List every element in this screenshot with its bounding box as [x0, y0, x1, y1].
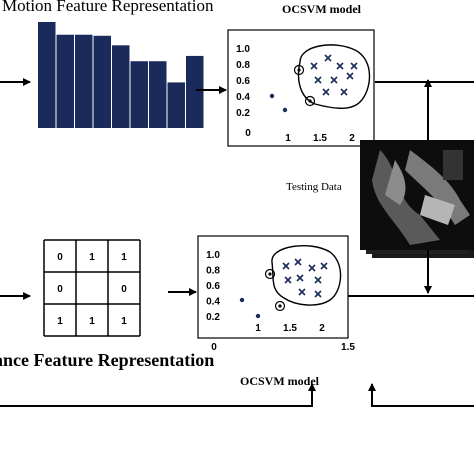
outlier-point — [255, 313, 261, 319]
grid-cell-value: 1 — [57, 316, 63, 327]
x-axis-extra-label: 1.5 — [341, 342, 355, 353]
outlier-point — [269, 93, 275, 99]
feedback-loop-left — [0, 383, 316, 407]
x-tick-label: 1 — [255, 323, 261, 334]
appearance-feature-title: ance Feature Representation — [0, 350, 215, 370]
ocsvm-model-label-top: OCSVM model — [282, 2, 361, 16]
histogram-bar — [186, 55, 204, 128]
support-vector-point — [278, 304, 282, 308]
inlier-cross — [296, 274, 304, 282]
grid-cell-value: 1 — [121, 252, 127, 263]
testing-data-label: Testing Data — [286, 181, 342, 193]
x-tick-label: 2 — [319, 323, 325, 334]
testing-data-frames — [360, 140, 474, 258]
inlier-cross — [308, 264, 316, 272]
support-vector-ring — [264, 268, 276, 280]
inlier-cross — [314, 276, 322, 284]
y-tick-label: 1.0 — [206, 250, 220, 261]
inlier-cross — [340, 88, 348, 96]
y-tick-label: 0.2 — [206, 312, 220, 323]
x-tick-label: 2 — [349, 133, 355, 144]
histogram-bar — [167, 82, 185, 128]
y-tick-label: 1.0 — [236, 44, 250, 55]
inlier-cross — [298, 288, 306, 296]
x-tick-label: 1.5 — [313, 133, 327, 144]
ocsvm-model-label-bottom: OCSVM model — [240, 374, 319, 388]
decision-boundary — [271, 245, 342, 306]
grid-cell-value: 1 — [89, 252, 95, 263]
inlier-cross — [324, 54, 332, 62]
y-tick-label: 0.4 — [236, 92, 250, 103]
origin-label: 0 — [245, 128, 251, 139]
outlier-point — [282, 107, 288, 113]
outlier-point — [239, 297, 245, 303]
histogram-bar — [130, 61, 148, 128]
y-tick-label: 0.8 — [206, 266, 220, 277]
inlier-cross — [284, 276, 292, 284]
motion-histogram — [38, 22, 204, 128]
inlier-cross — [320, 262, 328, 270]
inlier-cross — [314, 290, 322, 298]
origin-label: 0 — [211, 342, 217, 353]
inlier-cross — [282, 262, 290, 270]
inlier-cross — [294, 258, 302, 266]
support-vector-point — [268, 272, 272, 276]
histogram-bar — [38, 22, 56, 128]
support-vector-ring — [293, 64, 305, 76]
grid-cell-value: 1 — [121, 316, 127, 327]
support-vector-ring — [274, 300, 286, 312]
decision-boundary — [297, 44, 371, 109]
y-tick-label: 0.2 — [236, 108, 250, 119]
grid-cell-value: 0 — [57, 252, 63, 263]
support-vector-point — [308, 99, 312, 103]
histogram-bar — [112, 45, 130, 128]
inlier-cross — [346, 72, 354, 80]
histogram-bar — [93, 35, 111, 128]
support-vector-point — [297, 68, 301, 72]
appearance-binary-grid: 0 1 1 0 0 1 1 1 — [43, 239, 141, 337]
inlier-cross — [310, 62, 318, 70]
feedback-loop-right — [368, 383, 474, 407]
motion-feature-title: Motion Feature Representation — [2, 0, 214, 15]
y-tick-label: 0.8 — [236, 60, 250, 71]
histogram-bar — [75, 34, 93, 128]
inlier-cross — [330, 76, 338, 84]
inlier-cross — [350, 62, 358, 70]
ocsvm-plot-frame-bottom — [197, 235, 349, 339]
x-tick-label: 1 — [285, 133, 291, 144]
y-tick-label: 0.6 — [236, 76, 250, 87]
grid-cell-value: 0 — [121, 284, 127, 295]
support-vector-ring — [304, 95, 316, 107]
ocsvm-plot-bottom: 1.0 0.8 0.6 0.4 0.2 1 1.5 2 0 1.5 — [206, 245, 355, 353]
x-tick-label: 1.5 — [283, 323, 297, 334]
grid-cell-value: 1 — [89, 316, 95, 327]
grid-cell-value: 0 — [57, 284, 63, 295]
histogram-bar — [149, 61, 167, 128]
inlier-cross — [314, 76, 322, 84]
ocsvm-plot-top: 1.0 0.8 0.6 0.4 0.2 1 1.5 2 0 — [236, 44, 371, 144]
y-tick-label: 0.6 — [206, 281, 220, 292]
inlier-cross — [336, 62, 344, 70]
histogram-bar — [56, 34, 74, 128]
inlier-cross — [322, 88, 330, 96]
y-tick-label: 0.4 — [206, 297, 220, 308]
